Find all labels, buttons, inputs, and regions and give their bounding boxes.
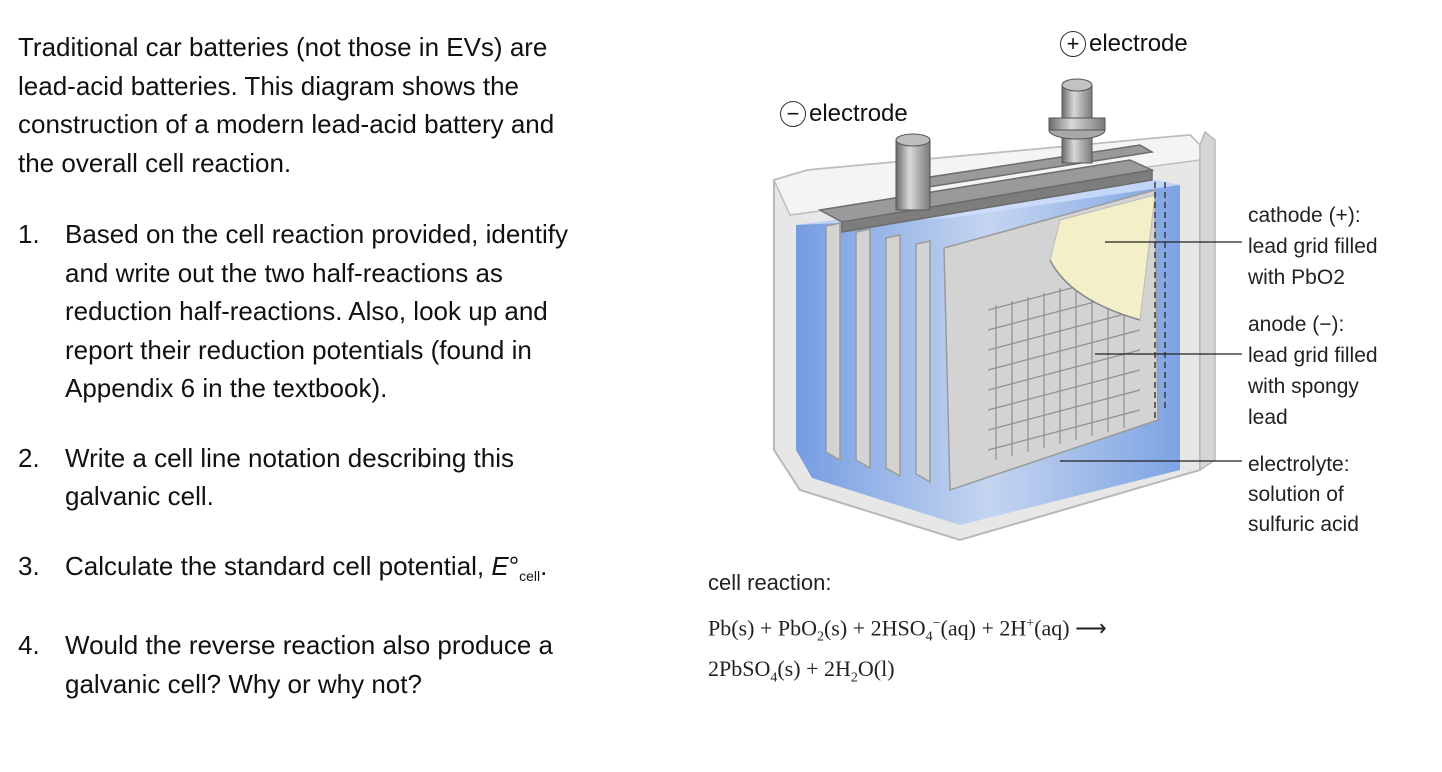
label-line: anode (−): bbox=[1248, 313, 1345, 336]
label-line: solution of bbox=[1248, 483, 1344, 506]
reaction-heading: cell reaction: bbox=[708, 570, 832, 595]
question-line: Based on the cell reaction provided, ide… bbox=[65, 219, 568, 249]
question-text: Would the reverse reaction also produce … bbox=[65, 626, 658, 703]
label-line: with PbO2 bbox=[1248, 266, 1345, 289]
question-line: Write a cell line notation describing th… bbox=[65, 442, 514, 473]
question-text: Write a cell line notation describing th… bbox=[65, 439, 658, 516]
degree-symbol: ° bbox=[508, 550, 520, 581]
anode-label: anode (−): lead grid filled with spongy … bbox=[1248, 309, 1378, 433]
question-item: 3. Calculate the standard cell potential… bbox=[18, 547, 658, 596]
question-line: Would the reverse reaction also produce … bbox=[65, 630, 554, 661]
question-item: 4. Would the reverse reaction also produ… bbox=[18, 626, 658, 703]
question-line: Calculate the standard cell potential, bbox=[65, 550, 492, 581]
leader-lines bbox=[1060, 241, 1242, 462]
label-line: sulfuric acid bbox=[1248, 513, 1359, 536]
battery-illustration bbox=[772, 78, 1242, 542]
label-line: lead grid filled bbox=[1248, 344, 1378, 367]
question-number: 2. bbox=[18, 442, 40, 473]
label-line: cathode (+): bbox=[1248, 204, 1361, 227]
intro-line: Traditional car batteries (not those in … bbox=[18, 32, 548, 62]
question-line: reduction half-reactions. Also, look up … bbox=[65, 296, 548, 326]
question-panel: Traditional car batteries (not those in … bbox=[18, 28, 658, 734]
question-line: and write out the two half-reactions as bbox=[65, 257, 503, 288]
electrode-text: electrode bbox=[809, 100, 908, 127]
label-line: electrolyte: bbox=[1248, 453, 1350, 476]
positive-electrode-label: + electrode bbox=[1060, 30, 1188, 58]
question-line: report their reduction potentials (found… bbox=[65, 334, 532, 365]
question-line: galvanic cell. bbox=[65, 481, 214, 511]
intro-line: the overall cell reaction. bbox=[18, 147, 292, 178]
intro-line: lead-acid batteries. This diagram shows … bbox=[18, 70, 519, 101]
positive-post bbox=[1048, 78, 1106, 164]
period: . bbox=[540, 550, 548, 581]
reaction-equation-line1: Pb(s) + PbO2(s) + 2HSO4−(aq) + 2H+(aq) ⟶ bbox=[708, 615, 1107, 645]
plus-icon: + bbox=[1060, 31, 1086, 57]
question-list: 1. Based on the cell reaction provided, … bbox=[18, 215, 658, 703]
electrode-text: electrode bbox=[1089, 30, 1188, 57]
label-line: lead grid filled bbox=[1248, 235, 1378, 258]
negative-electrode-label: − electrode bbox=[780, 100, 908, 128]
question-number: 3. bbox=[18, 550, 40, 581]
label-line: with spongy bbox=[1248, 375, 1359, 398]
question-text: Based on the cell reaction provided, ide… bbox=[65, 215, 658, 408]
minus-icon: − bbox=[780, 101, 806, 127]
question-item: 1. Based on the cell reaction provided, … bbox=[18, 215, 658, 408]
negative-post bbox=[895, 133, 931, 211]
cell-reaction: cell reaction: Pb(s) + PbO2(s) + 2HSO4−(… bbox=[708, 570, 1107, 693]
cell-subscript: cell bbox=[519, 567, 541, 584]
intro-paragraph: Traditional car batteries (not those in … bbox=[18, 28, 658, 182]
e-symbol: E bbox=[491, 550, 509, 581]
label-line: lead bbox=[1248, 406, 1288, 429]
question-number: 4. bbox=[18, 630, 40, 661]
question-line: galvanic cell? Why or why not? bbox=[65, 668, 422, 699]
question-number: 1. bbox=[18, 219, 40, 249]
reaction-equation-line2: 2PbSO4(s) + 2H2O(l) bbox=[708, 655, 895, 686]
intro-line: construction of a modern lead-acid batte… bbox=[18, 109, 555, 139]
battery-diagram: + electrode − electrode cathode (+): lea… bbox=[760, 20, 1440, 560]
cathode-label: cathode (+): lead grid filled with PbO2 bbox=[1248, 200, 1378, 293]
question-item: 2. Write a cell line notation describing… bbox=[18, 439, 658, 516]
electrolyte-label: electrolyte: solution of sulfuric acid bbox=[1248, 450, 1359, 540]
question-text: Calculate the standard cell potential, E… bbox=[65, 547, 658, 596]
question-line: Appendix 6 in the textbook). bbox=[65, 373, 388, 403]
